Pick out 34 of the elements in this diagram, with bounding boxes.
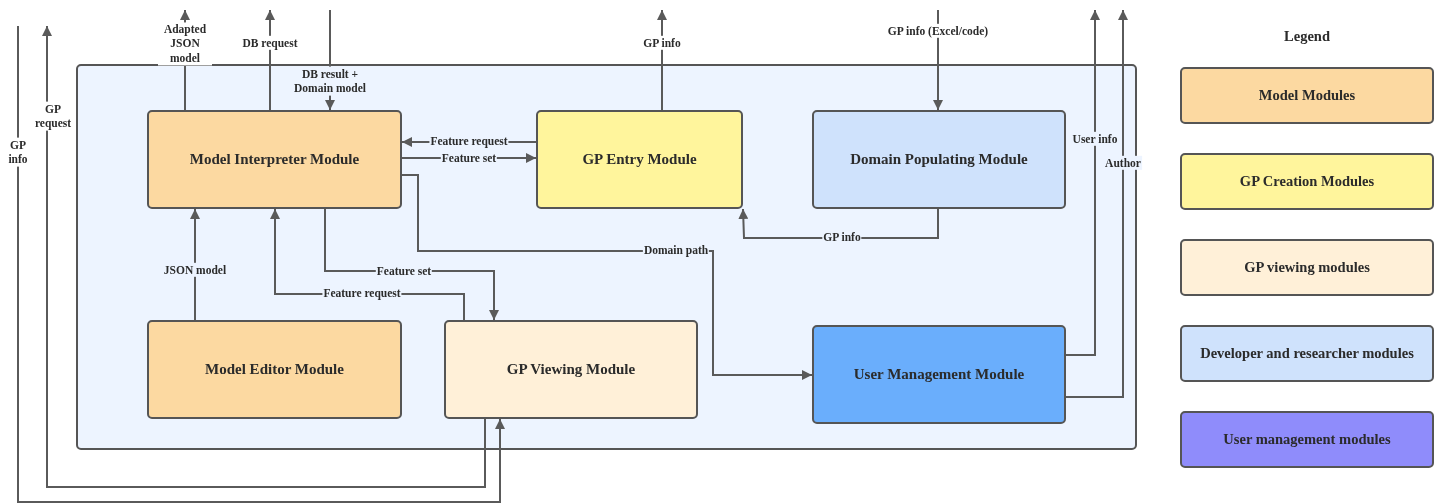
edge-label: GP info (Excel/code) [886,23,990,39]
edge-label: DB request [241,35,299,51]
edge-label: GP info [642,35,682,51]
module-label: Domain Populating Module [850,151,1028,168]
connector-arrow [190,208,200,321]
module-label: GP Entry Module [582,151,697,168]
module-box [812,325,1066,424]
flow-arrow [933,9,943,111]
flow-arrow [657,9,667,111]
flow-arrow [265,9,275,111]
edge-label: JSON model [162,262,228,278]
module-box [147,320,402,419]
edge-label: Domain path [642,242,710,258]
legend-label: GP Creation Modules [1239,173,1375,190]
legend-label: User management modules [1223,431,1391,448]
edge-label: User info [1071,131,1119,147]
module-box [147,110,402,209]
edge-label: GP request [32,101,74,131]
module-box [444,320,698,419]
connector-arrow [401,174,813,380]
module-box [536,110,743,209]
module-box [812,110,1066,209]
legend-title: Legend [1284,28,1330,45]
edge-label: Adapted JSON model [158,22,212,66]
module-label: Model Interpreter Module [189,151,360,168]
flow-arrow [1065,9,1128,398]
legend-label: GP viewing modules [1244,259,1370,276]
module-label: GP Viewing Module [506,361,636,378]
edge-label: Author [1104,155,1142,171]
module-label: Model Editor Module [205,361,344,378]
legend-label: Developer and researcher modules [1200,345,1414,362]
legend-label: Model Modules [1258,87,1356,104]
flow-arrow [1065,9,1100,356]
module-label: User Management Module [853,366,1025,383]
